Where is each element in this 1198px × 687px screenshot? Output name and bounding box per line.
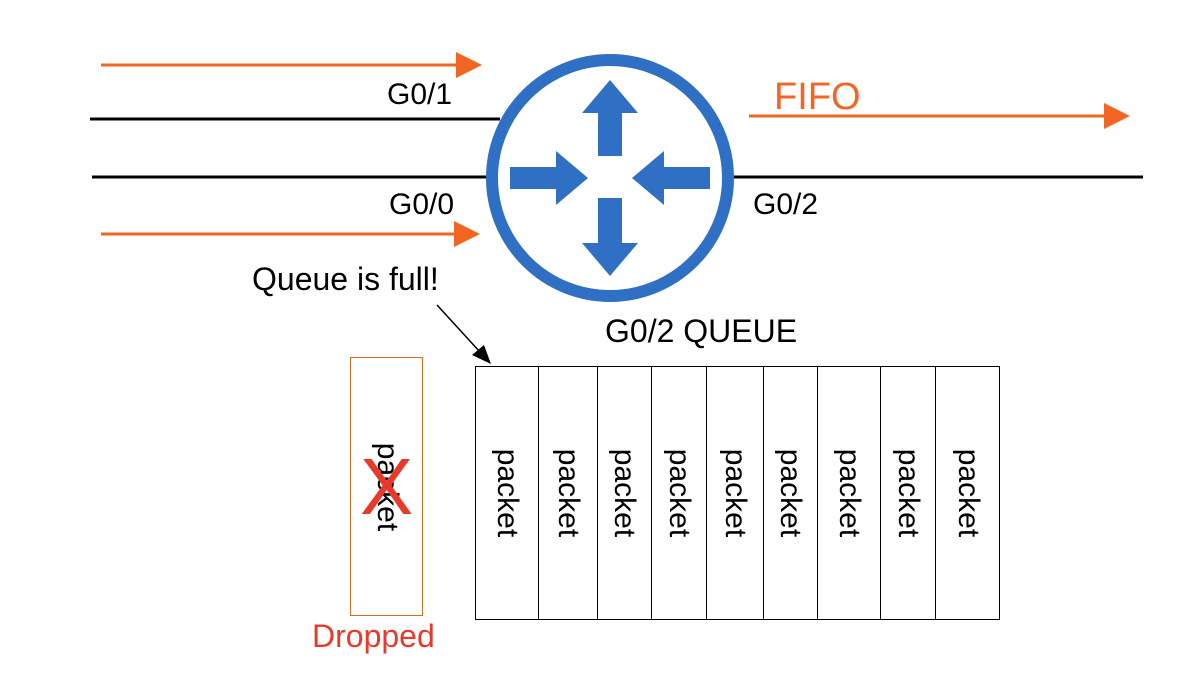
queue-packet: packet: [539, 367, 598, 619]
router-icon: [486, 54, 734, 302]
incoming-traffic-arrow-top: [101, 52, 482, 78]
outgoing-traffic-arrow: [749, 103, 1130, 129]
queue-packet: packet: [764, 367, 818, 619]
packet-label: packet: [551, 448, 585, 538]
packet-label: packet: [833, 448, 867, 538]
drop-x-icon: X: [359, 441, 414, 531]
queue-packet: packet: [881, 367, 937, 619]
queue-packet: packet: [818, 367, 882, 619]
packet-label: packet: [608, 448, 642, 538]
interface-label-g0-2: G0/2: [753, 188, 819, 221]
incoming-traffic-arrow-bottom: [101, 221, 480, 247]
fifo-label: FIFO: [774, 76, 861, 118]
dropped-label: Dropped: [312, 618, 435, 654]
queue-packet: packet: [936, 367, 999, 619]
queue-packet: packet: [707, 367, 764, 619]
packet-label: packet: [663, 448, 697, 538]
packet-label: packet: [490, 448, 524, 538]
packet-label: packet: [951, 448, 985, 538]
interface-label-g0-0: G0/0: [389, 188, 455, 221]
queue-full-callout-arrow: [436, 304, 491, 364]
interface-label-g0-1: G0/1: [387, 78, 453, 111]
g0-2-queue: packet packet packet packet packet packe…: [475, 366, 1000, 620]
queue-packet: packet: [598, 367, 653, 619]
packet-label: packet: [892, 448, 926, 538]
packet-label: packet: [774, 448, 808, 538]
queue-packet: packet: [476, 367, 539, 619]
queue-packet: packet: [652, 367, 708, 619]
packet-label: packet: [719, 448, 753, 538]
queue-full-callout: Queue is full!: [252, 261, 439, 297]
queue-title: G0/2 QUEUE: [605, 313, 798, 349]
dropped-packet: packet X: [350, 357, 423, 616]
